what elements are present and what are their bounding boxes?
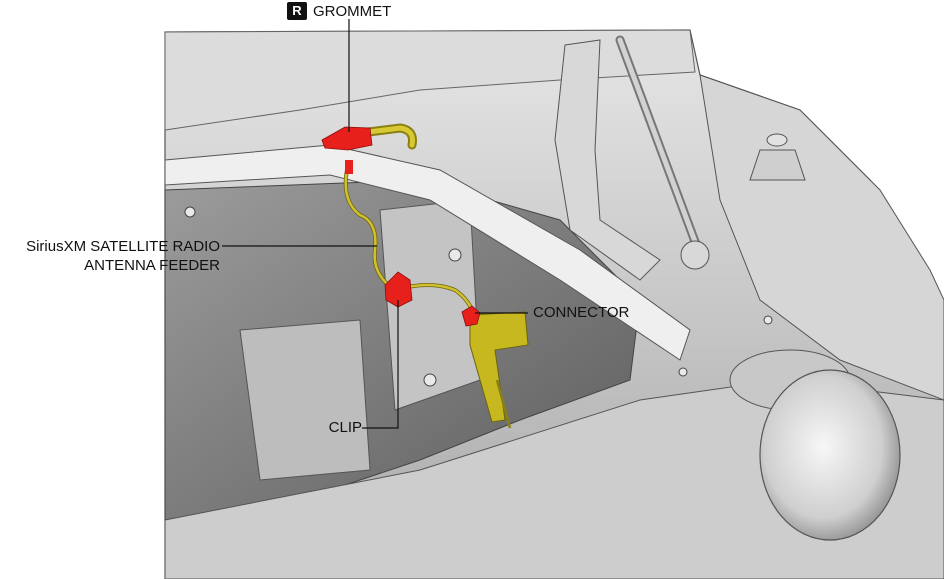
connector-highlight xyxy=(461,305,481,327)
leader-lines xyxy=(222,19,528,429)
grommet-highlight xyxy=(321,126,373,174)
grommet-label: GROMMET xyxy=(313,3,392,20)
antenna-feeder-wire xyxy=(340,123,529,429)
clip-callout: CLIP xyxy=(329,418,366,437)
clip-highlight xyxy=(384,271,413,308)
antenna-feeder-callout: SiriusXM SATELLITE RADIO ANTENNA FEEDER xyxy=(0,237,220,275)
clip-leader xyxy=(362,300,399,429)
grommet-callout: R GROMMET xyxy=(287,2,391,21)
vehicle-body xyxy=(164,29,944,579)
rh-badge: R xyxy=(287,2,307,20)
connector-callout: CONNECTOR xyxy=(533,303,629,322)
antenna-feeder-label-line2: ANTENNA FEEDER xyxy=(84,257,220,274)
antenna-feeder-label-line1: SiriusXM SATELLITE RADIO xyxy=(26,238,220,255)
connector-label: CONNECTOR xyxy=(533,304,630,321)
clip-label: CLIP xyxy=(328,419,362,436)
